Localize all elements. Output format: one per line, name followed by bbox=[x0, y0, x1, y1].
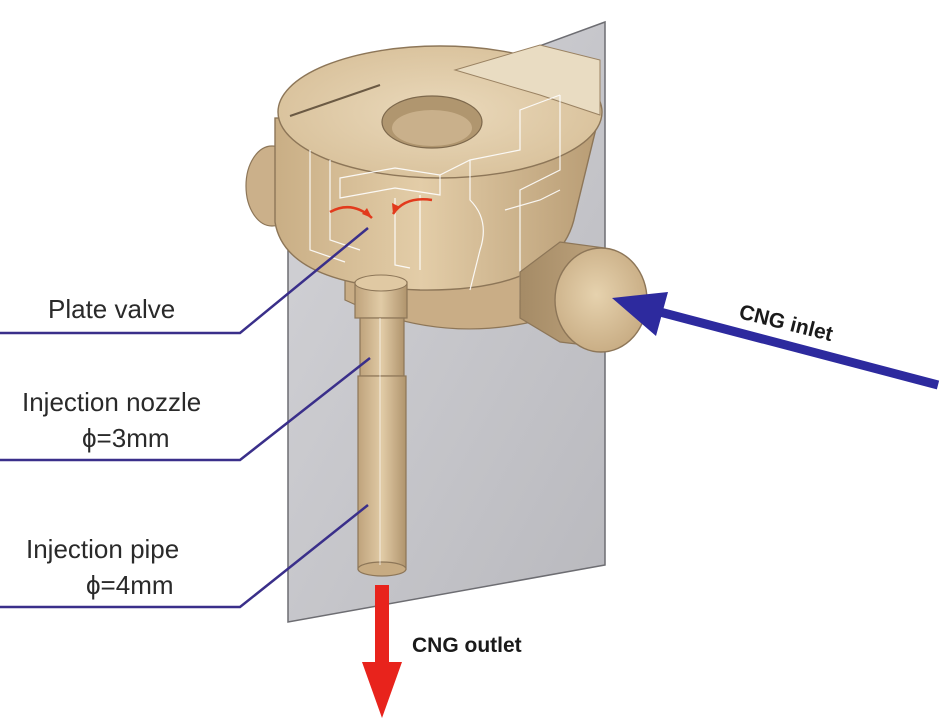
label-cng-outlet: CNG outlet bbox=[412, 634, 522, 657]
cng-outlet-arrow bbox=[362, 585, 402, 718]
injection-pipe bbox=[357, 375, 407, 570]
label-injection-nozzle-dim: ϕ=3mm bbox=[82, 423, 170, 453]
top-rim-line bbox=[289, 84, 381, 117]
cng-inlet-arrow bbox=[612, 292, 940, 390]
top-center-hole-inner bbox=[392, 110, 472, 146]
label-plate-valve: Plate valve bbox=[48, 294, 175, 324]
leader-injection-pipe bbox=[0, 504, 369, 609]
leader-injection-nozzle bbox=[0, 357, 371, 462]
top-slot bbox=[453, 44, 601, 116]
leader-plate-valve bbox=[0, 227, 369, 335]
injection-nozzle bbox=[359, 317, 405, 377]
label-injection-pipe-dim: ϕ=4mm bbox=[86, 570, 174, 600]
label-injection-pipe: Injection pipe bbox=[26, 534, 179, 564]
injection-pipe-end bbox=[357, 561, 407, 577]
label-injection-nozzle: Injection nozzle bbox=[22, 387, 201, 417]
internal-section-outlines bbox=[309, 94, 561, 300]
valve-flow-arrows bbox=[329, 198, 433, 219]
